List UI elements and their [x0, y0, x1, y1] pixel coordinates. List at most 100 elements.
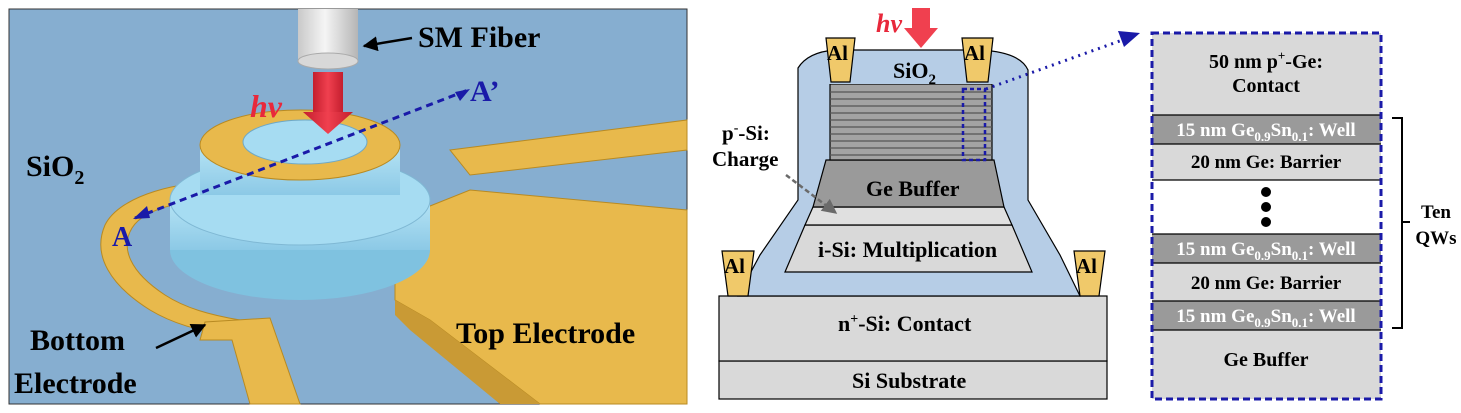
well-label-3: 15 nm Ge0.9Sn0.1: Well	[1176, 306, 1355, 330]
top-electrode-shadow	[395, 300, 540, 404]
well-1-prefix: 15 nm Ge	[1176, 120, 1254, 141]
multiplication-label: i-Si: Multiplication	[818, 237, 997, 262]
sm-fiber	[298, 9, 358, 61]
cross-section-panel: Al Al Al Al hv SiO2 p--Si: Charge Ge Buf…	[712, 8, 1140, 400]
section-arrow-start	[133, 206, 150, 219]
light-arrow-shaft	[313, 72, 343, 114]
well-3-mid: Sn	[1271, 306, 1293, 327]
light-arrow-shaft-cross	[912, 8, 930, 30]
oxide-label-3d: SiO2	[26, 150, 84, 189]
top-electrode-label: Top Electrode	[456, 317, 635, 350]
fiber-label: SM Fiber	[418, 21, 540, 54]
oxide-main-3d: SiO	[26, 150, 74, 183]
well-1-sub1: 0.9	[1254, 129, 1271, 144]
al-contact-top-left	[825, 37, 856, 83]
stack-top-sup: +	[1278, 48, 1285, 63]
oxide-label-cross: SiO2	[893, 58, 936, 88]
stack-top-label-1: 50 nm p+-Ge:	[1209, 48, 1323, 73]
well-1-suffix: : Well	[1308, 120, 1356, 141]
ellipsis-dot-3	[1261, 217, 1271, 227]
qw-stack-lines	[830, 91, 992, 156]
light-label-cross: hv	[876, 9, 902, 38]
section-end-label: A’	[470, 75, 499, 108]
light-arrow-head-cross	[904, 28, 938, 48]
bracket-label-1: Ten	[1421, 202, 1451, 223]
well-3-suffix: : Well	[1308, 306, 1356, 327]
stack-top-contact	[1152, 33, 1381, 115]
contact-label-cross: n+-Si: Contact	[838, 311, 972, 336]
well-2-mid: Sn	[1271, 239, 1293, 260]
stack-dividers	[1152, 114, 1381, 331]
oxide-main-cross: SiO	[893, 58, 928, 83]
bottom-electrode-label-2: Electrode	[14, 367, 137, 400]
charge-post: -Si:	[738, 121, 770, 145]
stack-top-pre: 50 nm p	[1209, 51, 1278, 73]
sm-fiber-tip	[297, 52, 359, 70]
stack-frame	[1150, 31, 1383, 401]
charge-label: p--Si:	[722, 121, 770, 145]
al-label-bottom-right: Al	[1076, 254, 1097, 278]
well-2-suffix: : Well	[1308, 239, 1356, 260]
substrate-label: Si Substrate	[852, 368, 967, 393]
bottom-electrode-lead	[199, 317, 301, 405]
qw-stack	[829, 83, 993, 161]
ellipsis-dot-2	[1261, 202, 1271, 212]
stack-well-1	[1152, 115, 1381, 144]
stack-ge-buffer	[1152, 330, 1381, 399]
stack-barrier-2	[1152, 263, 1381, 301]
al-label-top-right: Al	[964, 41, 985, 65]
well-2-sub1: 0.9	[1254, 248, 1271, 263]
charge-layer	[804, 206, 1013, 226]
charge-pointer	[785, 174, 838, 214]
light-label-3d: hv	[250, 88, 283, 124]
barrier-label-1: 20 nm Ge: Barrier	[1191, 152, 1342, 173]
well-label-1: 15 nm Ge0.9Sn0.1: Well	[1176, 120, 1355, 144]
light-arrow-head	[303, 112, 353, 134]
al-contact-bottom-right	[1073, 250, 1106, 297]
device-3d-panel: SM Fiber hv A’ A SiO2 Bottom Electrode T…	[8, 8, 688, 405]
si-substrate-layer	[718, 360, 1108, 400]
well-1-sub2: 0.1	[1292, 129, 1308, 144]
ge-buffer-label-cross: Ge Buffer	[866, 176, 960, 201]
well-3-prefix: 15 nm Ge	[1176, 306, 1254, 327]
well-2-prefix: 15 nm Ge	[1176, 239, 1254, 260]
zoom-arrow-head	[1118, 31, 1140, 47]
well-1-mid: Sn	[1271, 120, 1293, 141]
stack-well-3	[1152, 301, 1381, 330]
contact-pre: n	[838, 311, 850, 336]
bottom-electrode-right-lead	[449, 119, 688, 176]
charge-sup: -	[734, 121, 739, 136]
contact-sup: +	[850, 312, 858, 327]
fiber-pointer	[362, 36, 413, 52]
stack-ge-buffer-label: Ge Buffer	[1224, 349, 1309, 371]
bottom-electrode-label-1: Bottom	[30, 324, 125, 357]
bracket-label-2: QWs	[1415, 228, 1456, 249]
n-contact-layer	[718, 295, 1108, 362]
bottom-electrode-pointer	[155, 323, 207, 350]
al-label-top-left: Al	[827, 41, 848, 65]
stack-well-2	[1152, 234, 1381, 263]
barrier-label-2: 20 nm Ge: Barrier	[1191, 273, 1342, 294]
qw-bracket	[1392, 117, 1403, 329]
stack-top-label-2: Contact	[1232, 75, 1300, 97]
oxide-sub-cross: 2	[928, 72, 936, 88]
section-arrow-end	[455, 89, 470, 101]
charge-label-2: Charge	[712, 147, 779, 171]
well-3-sub2: 0.1	[1292, 315, 1308, 330]
contact-post: -Si: Contact	[858, 311, 972, 336]
ellipsis-dot-1	[1261, 187, 1271, 197]
ge-buffer-layer	[812, 159, 1005, 208]
well-label-2: 15 nm Ge0.9Sn0.1: Well	[1176, 239, 1355, 263]
charge-pre: p	[722, 121, 734, 145]
layer-stack-panel: 50 nm p+-Ge: Contact 15 nm Ge0.9Sn0.1: W…	[1150, 31, 1457, 401]
stack-top-post: -Ge:	[1285, 51, 1323, 73]
stack-barrier-1	[1152, 144, 1381, 180]
al-contact-top-right	[961, 37, 994, 83]
al-contact-bottom-left	[721, 250, 755, 297]
well-2-sub2: 0.1	[1292, 248, 1308, 263]
oxide-sub-3d: 2	[74, 167, 84, 189]
section-start-label: A	[112, 222, 133, 253]
zoom-box	[961, 87, 987, 162]
well-3-sub1: 0.9	[1254, 315, 1271, 330]
al-label-bottom-left: Al	[724, 254, 745, 278]
